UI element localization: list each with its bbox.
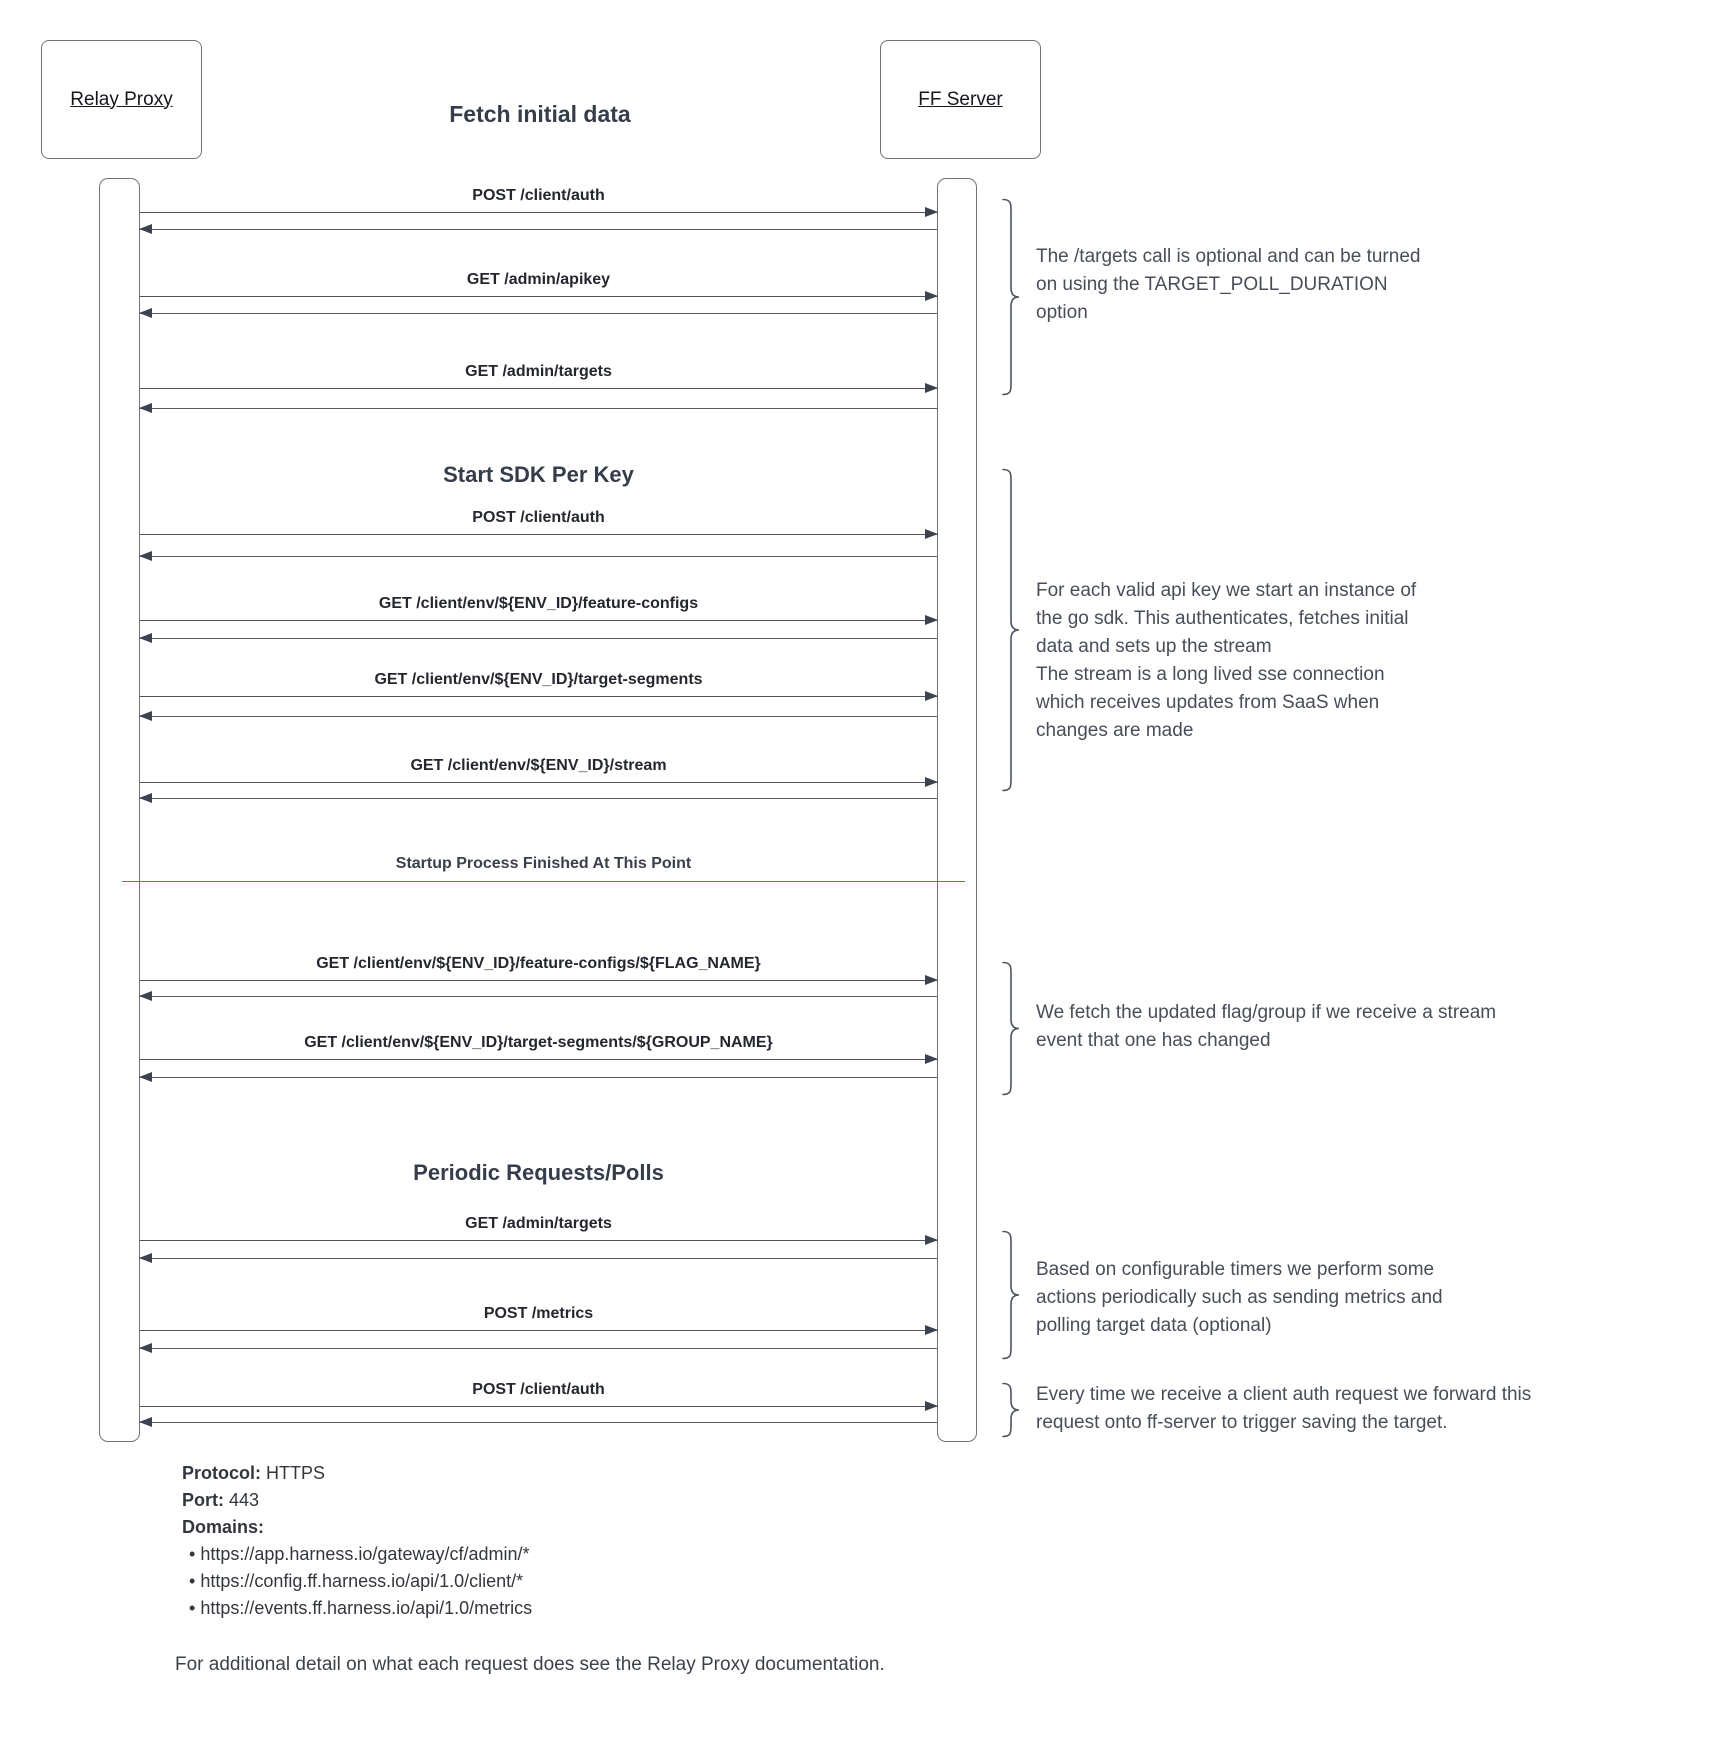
response-arrow bbox=[139, 1342, 937, 1353]
domain-item: https://app.harness.io/gateway/cf/admin/… bbox=[182, 1541, 532, 1568]
arrowhead-right-icon bbox=[925, 974, 938, 985]
brace-icon bbox=[1002, 1382, 1020, 1438]
arrowhead-left-icon bbox=[139, 307, 152, 318]
actor-box-relay-proxy: Relay Proxy bbox=[41, 40, 202, 159]
message-label: POST /client/auth bbox=[472, 509, 605, 526]
message-label: GET /admin/targets bbox=[465, 363, 612, 380]
lifeline-ff-server bbox=[937, 178, 977, 1442]
arrowhead-left-icon bbox=[139, 1071, 152, 1082]
footer-note: For additional detail on what each reque… bbox=[175, 1654, 885, 1675]
message-label: GET /client/env/${ENV_ID}/target-segment… bbox=[304, 1034, 773, 1051]
arrowhead-right-icon bbox=[925, 1234, 938, 1245]
request-arrow bbox=[140, 1234, 938, 1245]
message-label: GET /client/env/${ENV_ID}/stream bbox=[410, 757, 667, 774]
lifeline-relay-proxy bbox=[99, 178, 140, 1442]
port-label: Port: bbox=[182, 1490, 224, 1510]
request-arrow bbox=[140, 206, 938, 217]
note-client-auth-forward: Every time we receive a client auth requ… bbox=[1036, 1384, 1532, 1433]
domain-item: https://events.ff.harness.io/api/1.0/met… bbox=[182, 1595, 532, 1622]
message-label: POST /client/auth bbox=[472, 187, 605, 204]
response-arrow bbox=[139, 792, 937, 803]
message-label: POST /client/auth bbox=[472, 1381, 605, 1398]
domain-item: https://config.ff.harness.io/api/1.0/cli… bbox=[182, 1568, 532, 1595]
arrowhead-right-icon bbox=[925, 776, 938, 787]
arrowhead-left-icon bbox=[139, 1416, 152, 1427]
port-value: 443 bbox=[229, 1490, 260, 1510]
actor-label-ff-server: FF Server bbox=[918, 88, 1003, 110]
arrowhead-left-icon bbox=[139, 990, 152, 1001]
section-heading-periodic: Periodic Requests/Polls bbox=[413, 1160, 664, 1185]
arrowhead-left-icon bbox=[139, 1252, 152, 1263]
response-arrow bbox=[139, 223, 937, 234]
connection-info: Protocol: HTTPS Port: 443 Domains: https… bbox=[182, 1460, 532, 1622]
request-arrow bbox=[140, 1324, 938, 1335]
arrowhead-left-icon bbox=[139, 632, 152, 643]
request-arrow bbox=[140, 382, 938, 393]
message-label: GET /admin/apikey bbox=[466, 271, 611, 288]
arrowhead-left-icon bbox=[139, 710, 152, 721]
response-arrow bbox=[139, 710, 937, 721]
arrowhead-right-icon bbox=[925, 1400, 938, 1411]
request-arrow bbox=[140, 614, 938, 625]
arrowhead-right-icon bbox=[925, 614, 938, 625]
port-line: Port: 443 bbox=[182, 1487, 532, 1514]
protocol-line: Protocol: HTTPS bbox=[182, 1460, 532, 1487]
note-periodic-timers: Based on configurable timers we perform … bbox=[1036, 1259, 1443, 1336]
domains-label: Domains: bbox=[182, 1517, 265, 1537]
arrowhead-right-icon bbox=[925, 382, 938, 393]
note-fetch-updated: We fetch the updated flag/group if we re… bbox=[1036, 1002, 1497, 1051]
domains-label-line: Domains: bbox=[182, 1514, 532, 1541]
section-heading-start-sdk: Start SDK Per Key bbox=[443, 462, 634, 487]
actor-label-relay-proxy: Relay Proxy bbox=[70, 88, 173, 110]
request-arrow bbox=[140, 528, 938, 539]
request-arrow bbox=[140, 776, 938, 787]
arrowhead-left-icon bbox=[139, 1342, 152, 1353]
startup-divider-label: Startup Process Finished At This Point bbox=[395, 855, 692, 872]
request-arrow bbox=[140, 1053, 938, 1064]
response-arrow bbox=[139, 1416, 937, 1427]
brace-icon bbox=[1002, 1230, 1020, 1360]
response-arrow bbox=[139, 1252, 937, 1263]
protocol-label: Protocol: bbox=[182, 1463, 261, 1483]
message-label: POST /metrics bbox=[483, 1305, 594, 1322]
response-arrow bbox=[139, 402, 937, 413]
message-label: GET /admin/targets bbox=[465, 1215, 612, 1232]
brace-icon bbox=[1002, 198, 1020, 396]
response-arrow bbox=[139, 1071, 937, 1082]
arrowhead-right-icon bbox=[925, 290, 938, 301]
response-arrow bbox=[139, 550, 937, 561]
arrowhead-right-icon bbox=[925, 1324, 938, 1335]
arrowhead-left-icon bbox=[139, 402, 152, 413]
message-label: GET /client/env/${ENV_ID}/feature-config… bbox=[378, 595, 699, 612]
request-arrow bbox=[140, 290, 938, 301]
response-arrow bbox=[139, 990, 937, 1001]
protocol-value: HTTPS bbox=[266, 1463, 326, 1483]
diagram-title: Fetch initial data bbox=[449, 101, 631, 127]
response-arrow bbox=[139, 632, 937, 643]
actor-box-ff-server: FF Server bbox=[880, 40, 1041, 159]
brace-icon bbox=[1002, 961, 1020, 1096]
arrowhead-left-icon bbox=[139, 792, 152, 803]
note-sdk-per-key: For each valid api key we start an insta… bbox=[1036, 580, 1417, 741]
message-label: GET /client/env/${ENV_ID}/feature-config… bbox=[316, 955, 761, 972]
arrowhead-right-icon bbox=[925, 206, 938, 217]
startup-divider-line bbox=[122, 881, 965, 882]
arrowhead-right-icon bbox=[925, 528, 938, 539]
arrowhead-right-icon bbox=[925, 690, 938, 701]
brace-icon bbox=[1002, 468, 1020, 792]
note-targets-optional: The /targets call is optional and can be… bbox=[1036, 246, 1421, 323]
arrowhead-left-icon bbox=[139, 550, 152, 561]
request-arrow bbox=[140, 974, 938, 985]
message-label: GET /client/env/${ENV_ID}/target-segment… bbox=[374, 671, 703, 688]
arrowhead-right-icon bbox=[925, 1053, 938, 1064]
arrowhead-left-icon bbox=[139, 223, 152, 234]
request-arrow bbox=[140, 690, 938, 701]
response-arrow bbox=[139, 307, 937, 318]
request-arrow bbox=[140, 1400, 938, 1411]
